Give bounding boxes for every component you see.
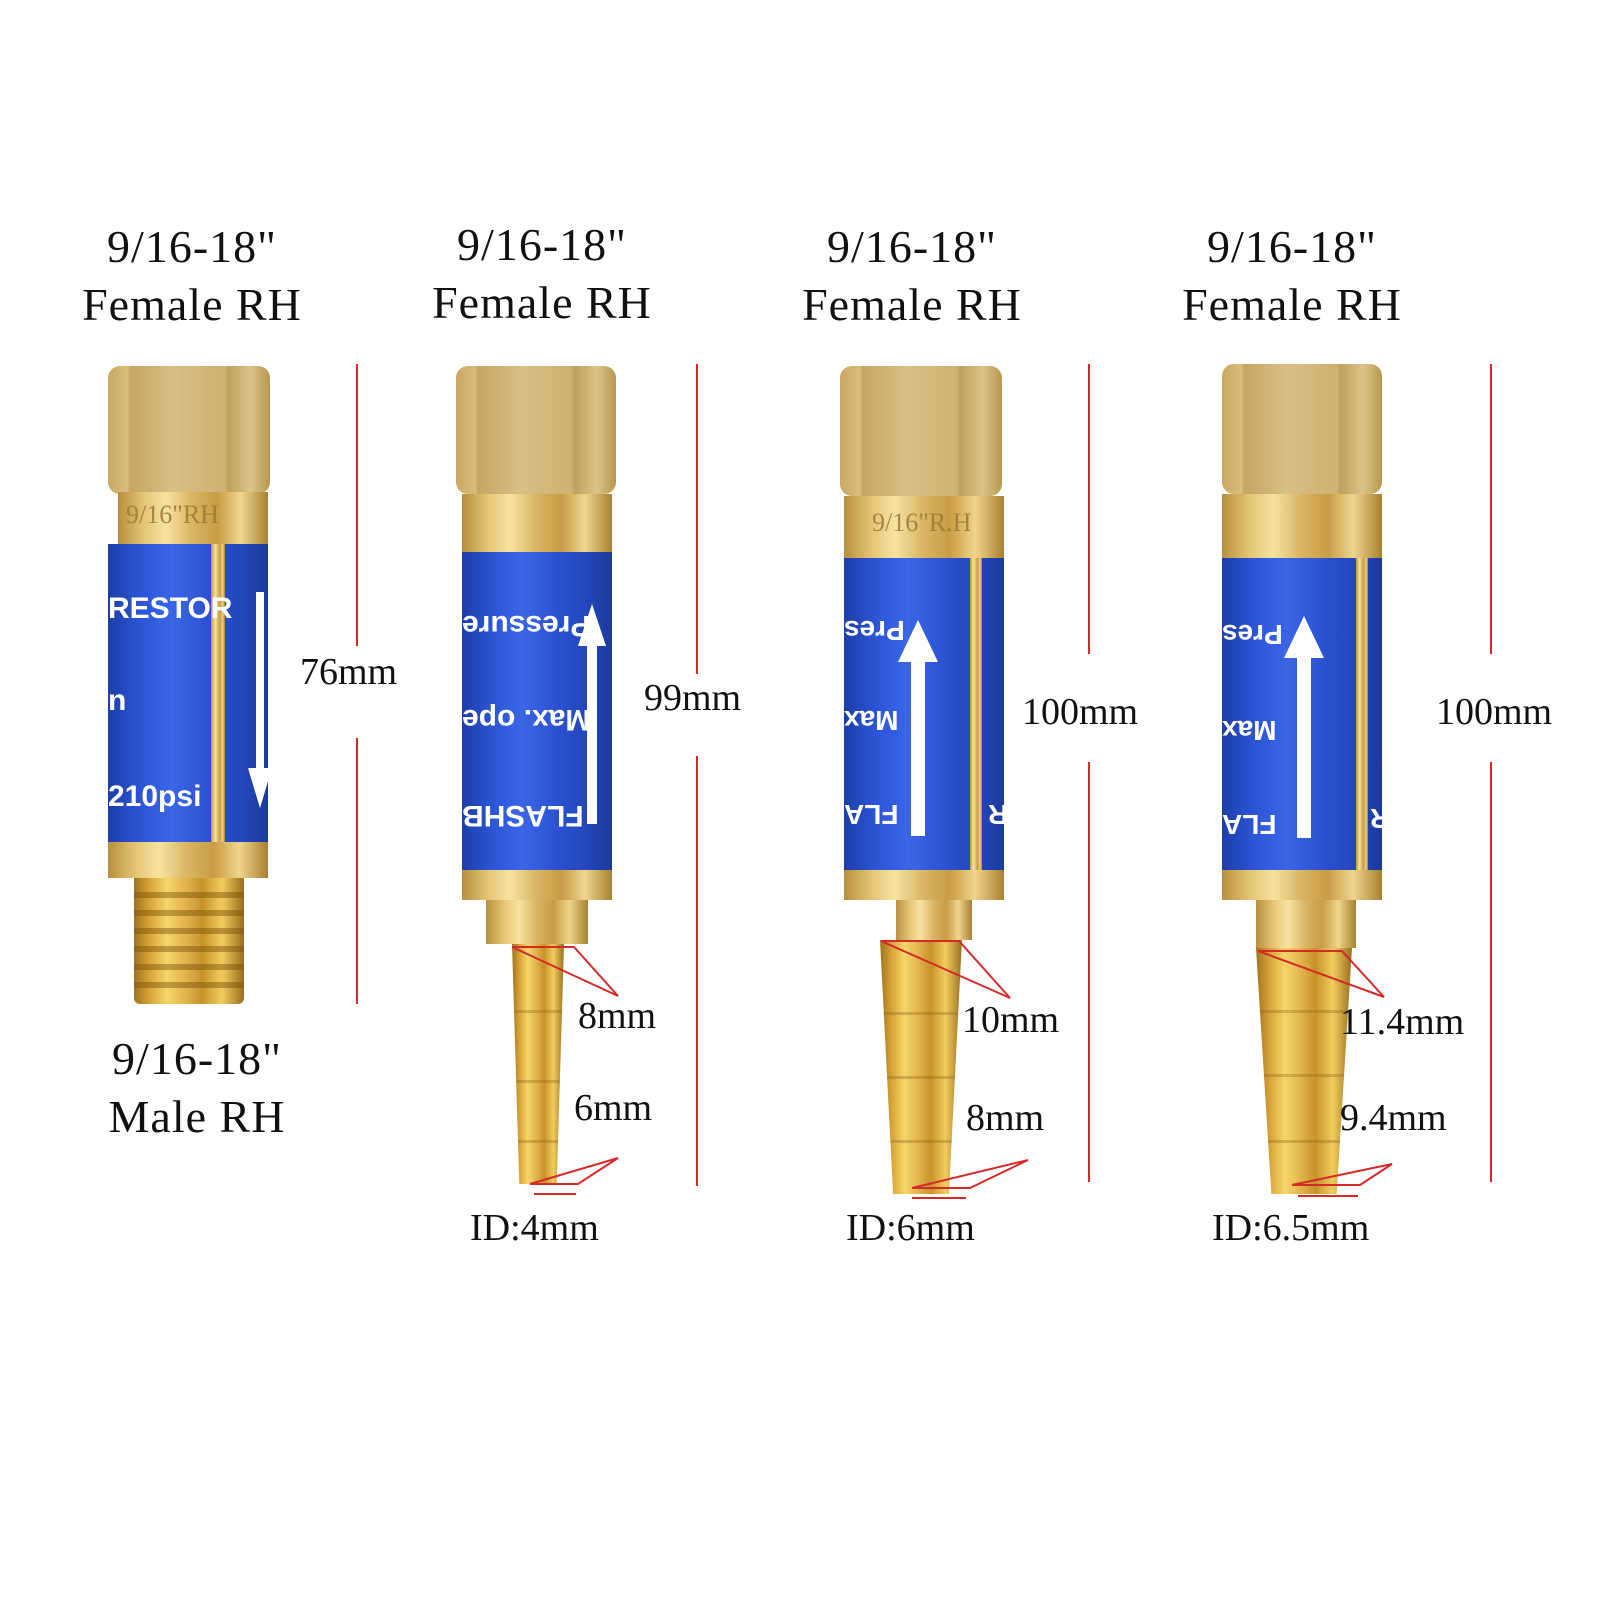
hex-nut	[108, 366, 270, 494]
hose-barb	[880, 940, 962, 1194]
label-text: 210psi	[108, 780, 202, 813]
length-dimension: 99mm	[644, 677, 742, 719]
length-dimension: 100mm	[1022, 691, 1139, 733]
dimension-line	[356, 738, 358, 1004]
engraving: 9/16"R.H	[872, 508, 972, 537]
body-collar	[1222, 494, 1382, 558]
barb-outer-diameter: 11.4mm	[1340, 1001, 1465, 1043]
engraving: 9/16"RH	[126, 500, 219, 529]
bottom-collar	[108, 842, 268, 878]
bottom-collar	[844, 870, 1004, 900]
dimension-line	[1490, 762, 1492, 1182]
inner-diameter: ID:6mm	[846, 1207, 975, 1249]
label-text: RESTOR	[108, 592, 233, 625]
thread-type: Female RH	[432, 277, 652, 328]
dimension-line	[1490, 364, 1492, 654]
arrow-head-icon	[248, 768, 272, 808]
body-collar: 9/16"RH	[118, 492, 268, 544]
thread-spec: 9/16-18"	[1207, 221, 1377, 272]
inner-diameter: ID:6.5mm	[1212, 1207, 1370, 1249]
product-2-top-label: 9/16-18" Female RH	[412, 216, 672, 332]
label-seam	[970, 558, 982, 870]
hex-nut	[456, 366, 616, 494]
arrow-head-icon	[1284, 616, 1324, 658]
thread-type: Female RH	[1182, 279, 1402, 330]
barb-hex	[486, 900, 588, 944]
thread-type: Female RH	[802, 279, 1022, 330]
thread-spec: 9/16-18"	[107, 221, 277, 272]
thread-spec: 9/16-18"	[457, 219, 627, 270]
hex-nut	[1222, 364, 1382, 494]
bottom-collar	[1222, 870, 1382, 900]
hose-barb	[1256, 948, 1352, 1194]
thread-spec: 9/16-18"	[827, 221, 997, 272]
dimension-line	[356, 364, 358, 646]
barb-outer-diameter: 10mm	[962, 999, 1060, 1041]
bottom-collar	[462, 870, 612, 900]
body-collar	[462, 494, 612, 552]
dimension-line	[1088, 762, 1090, 1182]
product-4-top-label: 9/16-18" Female RH	[1162, 218, 1422, 334]
dimension-line	[1088, 364, 1090, 654]
dimension-line	[696, 364, 698, 674]
thread-spec: 9/16-18"	[112, 1033, 282, 1084]
thread-type: Female RH	[82, 279, 302, 330]
blue-label: Pressure Max. ope FLASHB	[462, 552, 612, 870]
barb-tip-diameter: 9.4mm	[1340, 1097, 1447, 1139]
hex-nut	[840, 366, 1002, 496]
body-collar: 9/16"R.H	[844, 496, 1004, 558]
product-3-top-label: 9/16-18" Female RH	[782, 218, 1042, 334]
label-text: n	[108, 684, 127, 717]
arrow-head-icon	[578, 604, 606, 646]
flow-arrow-up-icon	[911, 660, 925, 836]
barb-tip-diameter: 8mm	[966, 1097, 1045, 1139]
product-1-top-label: 9/16-18" Female RH	[62, 218, 322, 334]
flow-arrow-up-icon	[587, 644, 597, 824]
blue-label: Pres Max FLA R	[844, 558, 1008, 870]
arrow-head-icon	[898, 620, 938, 662]
blue-label: Pres Max FLA R	[1222, 558, 1390, 870]
label-seam	[1356, 558, 1368, 870]
barb-outer-diameter: 8mm	[578, 995, 657, 1037]
thread-type: Male RH	[108, 1091, 286, 1142]
barb-tip-diameter: 6mm	[574, 1087, 653, 1129]
dimension-line	[696, 756, 698, 1186]
flow-arrow-down-icon	[256, 592, 264, 772]
length-dimension: 100mm	[1436, 691, 1553, 733]
blue-label: RESTOR n 210psi	[108, 544, 272, 842]
inner-diameter: ID:4mm	[470, 1207, 599, 1249]
label-seam	[211, 544, 225, 842]
length-dimension: 76mm	[300, 651, 398, 693]
barb-hex	[1256, 900, 1356, 948]
barb-hex	[896, 900, 972, 940]
hose-barb	[512, 944, 564, 1184]
male-thread	[134, 878, 244, 1004]
product-1-bottom-label: 9/16-18" Male RH	[72, 1030, 322, 1146]
flow-arrow-up-icon	[1297, 656, 1311, 838]
